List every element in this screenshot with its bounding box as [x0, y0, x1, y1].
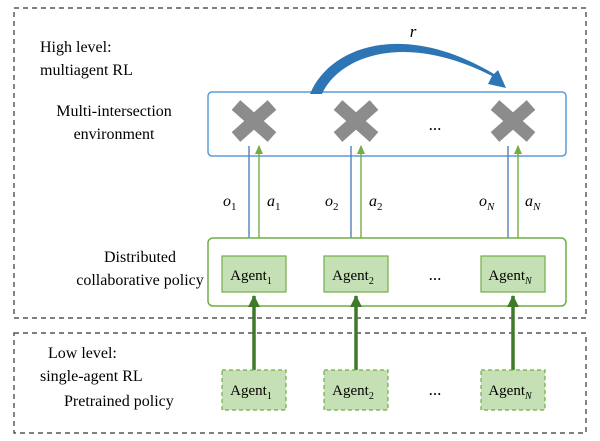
observation-label-n: oN [479, 193, 495, 213]
environment-label: Multi-intersection [56, 103, 172, 120]
pretrained-agent-box [323, 369, 389, 411]
low-level-subtitle: single-agent RL [40, 368, 143, 385]
action-label-1: a1 [267, 193, 281, 213]
environment-ellipsis: ... [429, 115, 442, 134]
agent-label-n: AgentN [488, 268, 533, 287]
pretrained-agent-label-n: AgentN [488, 383, 533, 402]
environment-box [207, 91, 567, 157]
policy-ellipsis: ... [429, 265, 442, 284]
observation-label-1: o1 [223, 193, 237, 213]
reward-arrow [310, 43, 506, 94]
agent-box [323, 255, 389, 293]
pretrained-agent-box [221, 369, 287, 411]
environment-label-line2: environment [74, 126, 155, 143]
pretrained-agent-label-1: Agent1 [230, 383, 272, 402]
policy-label-line2: collaborative policy [76, 272, 204, 289]
intersection-icon [333, 100, 379, 142]
agent-box [480, 255, 546, 293]
action-label-n: aN [525, 193, 541, 213]
pretrained-agent-label-2: Agent2 [332, 383, 374, 402]
intersection-icon [490, 100, 536, 142]
pretrained-policy-label: Pretrained policy [64, 393, 174, 410]
pretrained-agent-box [480, 369, 546, 411]
agent-label-1: Agent1 [230, 268, 272, 287]
agent-label-2: Agent2 [332, 268, 374, 287]
intersection-icon [231, 100, 277, 142]
reward-symbol: r [410, 22, 417, 41]
policy-label: Distributed [104, 249, 176, 266]
action-label-2: a2 [369, 193, 383, 213]
low-level-panel [13, 332, 587, 434]
pretrained-ellipsis: ... [429, 380, 442, 399]
high-level-title: High level: [40, 39, 112, 56]
low-level-title: Low level: [48, 345, 117, 362]
agent-box [221, 255, 287, 293]
observation-label-2: o2 [325, 193, 339, 213]
high-level-subtitle: multiagent RL [40, 62, 133, 79]
